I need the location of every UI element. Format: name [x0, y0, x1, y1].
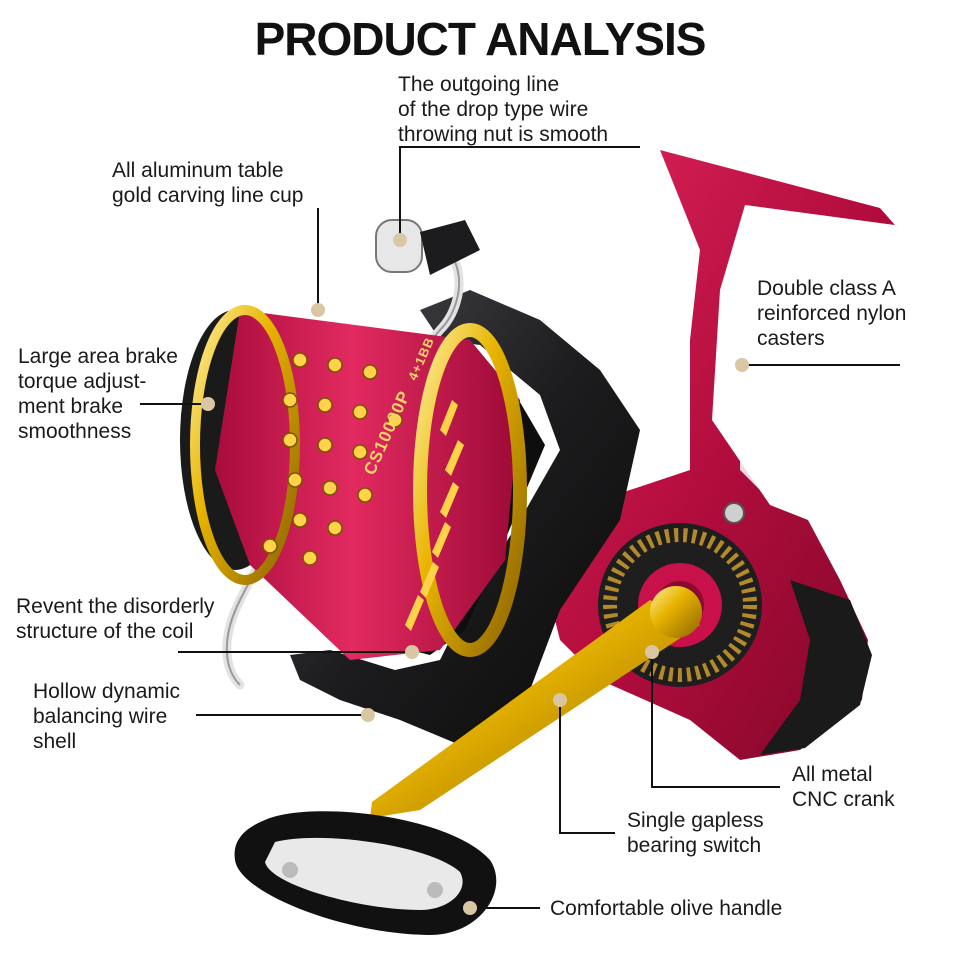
callout-bearing: Single gapless bearing switch: [627, 809, 764, 857]
leader-lines: [140, 146, 900, 909]
callout-outgoing-line: The outgoing line of the drop type wire …: [398, 73, 609, 146]
callout-coil: Revent the disorderly structure of the c…: [16, 595, 215, 643]
page-title: PRODUCT ANALYSIS: [254, 13, 707, 65]
callout-dots: [201, 233, 749, 915]
callout-handle: Comfortable olive handle: [550, 897, 783, 920]
callout-crank: All metal CNC crank: [792, 763, 895, 811]
olive-handle: [234, 811, 497, 935]
spool: [180, 305, 527, 660]
callout-line-cup: All aluminum table gold carving line cup: [112, 159, 304, 207]
callout-casters: Double class A reinforced nylon casters: [757, 277, 907, 350]
callout-brake: Large area brake torque adjust- ment bra…: [18, 345, 178, 443]
crank-arm: [370, 586, 702, 818]
callout-wire-shell: Hollow dynamic balancing wire shell: [33, 680, 181, 753]
